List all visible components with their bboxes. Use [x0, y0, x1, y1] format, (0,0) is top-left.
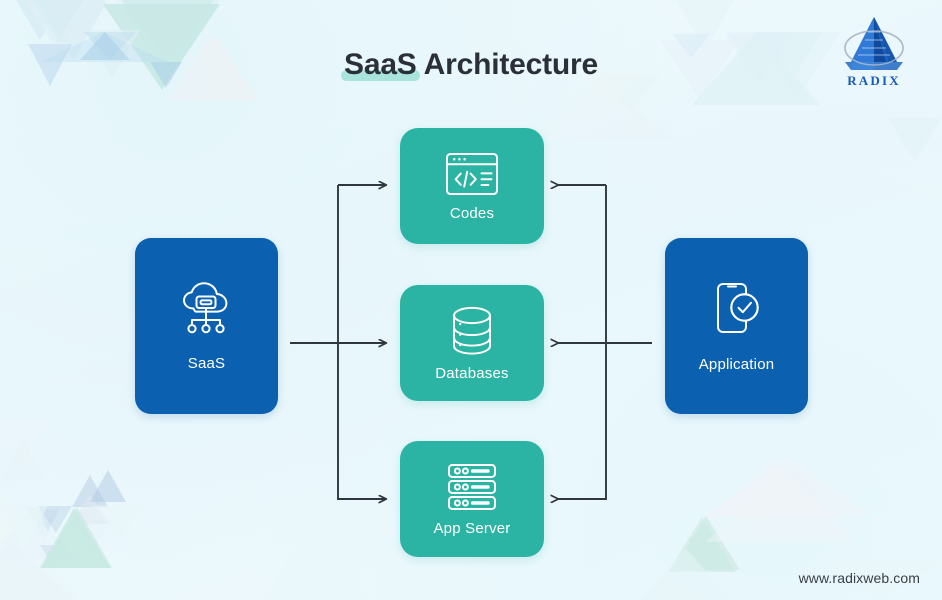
database-icon: [447, 305, 497, 357]
node-card-codes[interactable]: Codes: [400, 128, 544, 244]
application-to-middle-connector: [558, 185, 652, 500]
mobile-check-icon: [708, 280, 766, 338]
decor-triangle: [692, 32, 820, 105]
decor-triangle: [40, 0, 110, 58]
decor-triangle: [38, 506, 72, 533]
node-card-saas[interactable]: SaaS: [135, 238, 278, 414]
node-label-databases: Databases: [435, 364, 509, 382]
decor-triangle: [754, 32, 840, 100]
decor-triangle: [672, 34, 710, 58]
decor-triangle: [122, 0, 214, 62]
decor-triangle: [92, 505, 146, 538]
decor-triangle: [32, 0, 84, 42]
node-label-application: Application: [698, 355, 775, 373]
decor-triangle: [168, 33, 258, 100]
decor-triangle: [0, 506, 48, 548]
code-window-icon: [444, 151, 500, 197]
node-label-saas: SaaS: [187, 354, 226, 372]
decor-triangle: [706, 470, 856, 542]
node-card-application[interactable]: Application: [665, 238, 808, 414]
decor-triangle: [706, 460, 838, 518]
decor-triangle: [38, 0, 108, 60]
decor-triangle: [90, 470, 126, 502]
saas-to-middle-connector: [290, 185, 386, 500]
decor-triangle: [80, 32, 130, 60]
decor-triangle: [42, 507, 112, 568]
decor-triangle: [742, 468, 848, 536]
node-label-codes: Codes: [449, 204, 495, 222]
node-label-app-server: App Server: [433, 519, 511, 537]
cloud-network-icon: [176, 281, 238, 337]
decor-triangle: [675, 0, 735, 50]
decor-triangle: [0, 438, 46, 480]
decor-triangle: [0, 250, 52, 296]
decor-triangle: [888, 118, 942, 162]
server-rack-icon: [445, 462, 499, 512]
decor-triangle: [580, 70, 640, 112]
decor-triangle: [528, 78, 672, 140]
node-card-databases[interactable]: Databases: [400, 285, 544, 401]
decor-triangle: [870, 115, 942, 172]
decor-triangle: [150, 62, 182, 88]
decor-triangle: [262, 520, 368, 600]
radix-logo[interactable]: RADIX: [828, 14, 920, 92]
logo-wordmark: RADIX: [847, 73, 901, 88]
footer-website[interactable]: www.radixweb.com: [798, 570, 920, 586]
node-card-app-server[interactable]: App Server: [400, 441, 544, 557]
decor-triangle: [660, 40, 740, 100]
decor-triangle: [640, 548, 730, 600]
decor-triangle: [820, 560, 942, 600]
decor-triangle: [28, 44, 72, 86]
decor-triangle: [0, 548, 86, 600]
decor-triangle: [755, 32, 822, 86]
radix-pyramid-icon: [844, 17, 904, 70]
